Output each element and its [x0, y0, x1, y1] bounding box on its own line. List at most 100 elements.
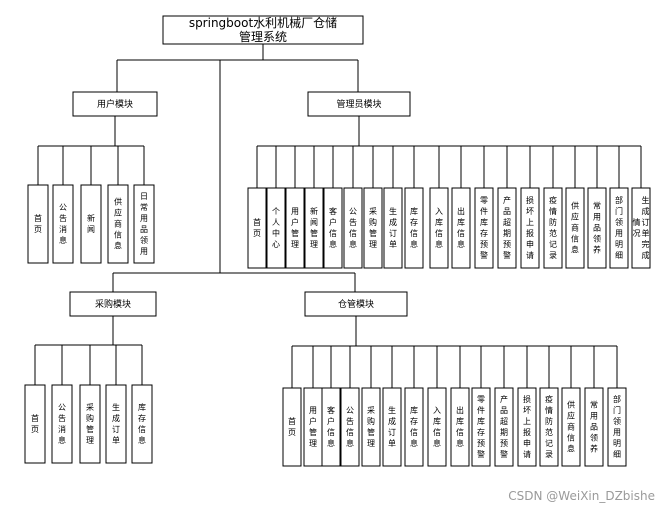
- admin-leaf-label: 入库信息: [435, 207, 443, 249]
- warehouse-leaf-box: [303, 387, 323, 467]
- warehouse-leaf-box: [584, 387, 604, 467]
- admin-leaf-label: 部门领用明细: [615, 195, 623, 260]
- admin-leaf-node: 出库信息: [451, 187, 471, 269]
- warehouse-leaf-node: 零件库存预警: [471, 387, 491, 467]
- admin-leaf-node: 疫情防范记录: [543, 187, 563, 269]
- warehouse-leaf-box: [321, 387, 341, 467]
- admin-leaf-node: 新闻管理: [304, 187, 324, 269]
- warehouse-leaf-node: 供应商信息: [561, 387, 581, 467]
- purchase-leaf-box: [105, 384, 127, 464]
- admin-leaf-box: [363, 187, 383, 269]
- purchase-leaf-box: [24, 384, 46, 464]
- warehouse-leaf-node: 损坏上报申请: [517, 387, 537, 467]
- user-leaf-node: 公告消息: [52, 184, 74, 264]
- admin-leaf-node: 公告信息: [343, 187, 363, 269]
- purchase-leaf-box: [131, 384, 153, 464]
- admin-module-box: [307, 91, 411, 117]
- user-leaf-label: 公告消息: [59, 203, 67, 245]
- warehouse-leaf-label: 客户信息: [327, 405, 335, 448]
- admin-leaf-box: [631, 187, 651, 269]
- warehouse-leaf-box: [539, 387, 559, 467]
- user-module: 用户模块: [72, 91, 158, 117]
- admin-leaf-label: 公告信息: [349, 207, 357, 249]
- warehouse-leaf-node: 生成订单: [382, 387, 402, 467]
- user-leaf-node: 供应商信息: [107, 184, 129, 264]
- root-title-line-2: 管理系统: [239, 29, 287, 44]
- admin-leaf-node: 采购管理: [363, 187, 383, 269]
- purchase-leaf-node: 采购管理: [79, 384, 101, 464]
- warehouse-leaf-box: [382, 387, 402, 467]
- warehouse-leaf-box: [427, 387, 447, 467]
- warehouse-leaf-label: 公告信息: [346, 406, 354, 448]
- admin-leaf-node: 供应商信息: [565, 187, 585, 269]
- warehouse-leaf-box: [607, 387, 627, 467]
- warehouse-leaf-node: 库存信息: [404, 387, 424, 467]
- connector-lines: [34, 44, 642, 388]
- root-title-line-1: springboot水利机械厂仓储: [189, 15, 337, 30]
- purchase-module: 采购模块: [69, 291, 157, 317]
- purchase-leaf-node: 首页: [24, 384, 46, 464]
- purchase-leaf-node: 公告消息: [51, 384, 73, 464]
- admin-leaf-label: 常用品领养: [593, 202, 601, 255]
- admin-leaf-box: [609, 187, 629, 269]
- warehouse-leaf-box: [494, 387, 514, 467]
- warehouse-leaf-label: 采购管理: [367, 405, 375, 448]
- warehouse-leaf-node: 部门领用明细: [607, 387, 627, 467]
- warehouse-leaf-label: 部门领用明细: [613, 394, 621, 459]
- warehouse-leaf-box: [471, 387, 491, 467]
- user-leaf-label: 首页: [34, 213, 42, 234]
- warehouse-leaf-label: 疫情防范记录: [545, 394, 553, 459]
- warehouse-leaf-node: 出库信息: [450, 387, 470, 467]
- admin-leaf-box: [285, 187, 305, 269]
- purchase-leaf-box: [51, 384, 73, 464]
- warehouse-leaf-label: 出库信息: [456, 405, 464, 448]
- warehouse-leaf-box: [282, 387, 302, 467]
- admin-leaf-label: 首页: [253, 217, 261, 238]
- admin-leaf-node: 生成订单完成情况: [631, 187, 651, 269]
- warehouse-leaf-box: [450, 387, 470, 467]
- admin-leaf-node: 损坏上报申请: [520, 187, 540, 269]
- warehouse-leaf-node: 公告信息: [340, 387, 360, 467]
- purchase-leaf-label: 公告消息: [58, 403, 66, 445]
- purchase-leaf-label: 首页: [31, 413, 39, 434]
- admin-leaf-node: 库存信息: [404, 187, 424, 269]
- warehouse-leaf-box: [561, 387, 581, 467]
- warehouse-leaf-label: 用户管理: [309, 406, 317, 448]
- admin-leaf-box: [497, 187, 517, 269]
- admin-leaf-box: [247, 187, 267, 269]
- csdn-watermark: CSDN @WeiXin_DZbishe: [508, 489, 655, 503]
- admin-leaf-box: [587, 187, 607, 269]
- admin-leaf-node: 常用品领养: [587, 187, 607, 269]
- admin-leaf-node: 个人中心: [266, 187, 286, 269]
- warehouse-leaf-box: [517, 387, 537, 467]
- warehouse-leaf-label: 常用品领养: [590, 401, 598, 454]
- user-leaf-node: 新闻: [80, 184, 102, 264]
- admin-leaf-box: [404, 187, 424, 269]
- admin-leaf-label: 产品超期预警: [503, 195, 511, 260]
- admin-leaf-label: 生成订单: [389, 206, 397, 249]
- admin-leaf-label: 供应商信息: [571, 201, 579, 255]
- admin-leaf-box: [451, 187, 471, 269]
- warehouse-leaf-label: 供应商信息: [567, 400, 575, 454]
- user-leaf-node: 首页: [27, 184, 49, 264]
- admin-leaf-label: 生成订单完成情况: [633, 195, 650, 260]
- warehouse-leaf-node: 首页: [282, 387, 302, 467]
- admin-leaf-box: [429, 187, 449, 269]
- admin-leaf-box: [266, 187, 286, 269]
- admin-leaf-box: [520, 187, 540, 269]
- admin-leaf-label: 疫情防范记录: [549, 195, 557, 260]
- admin-leaf-label: 新闻管理: [310, 206, 318, 249]
- purchase-leaf-label: 生成订单: [112, 402, 120, 445]
- warehouse-leaf-label: 首页: [288, 416, 296, 437]
- admin-leaf-label: 用户管理: [291, 207, 299, 249]
- admin-leaf-node: 生成订单: [383, 187, 403, 269]
- user-leaf-box: [80, 184, 102, 264]
- user-module-title: 用户模块: [97, 98, 133, 110]
- purchase-leaf-box: [79, 384, 101, 464]
- admin-leaf-node: 入库信息: [429, 187, 449, 269]
- user-leaf-label: 日常用品领用: [140, 192, 148, 256]
- purchase-module-box: [69, 291, 157, 317]
- admin-leaf-node: 首页: [247, 187, 267, 269]
- admin-module: 管理员模块: [307, 91, 411, 117]
